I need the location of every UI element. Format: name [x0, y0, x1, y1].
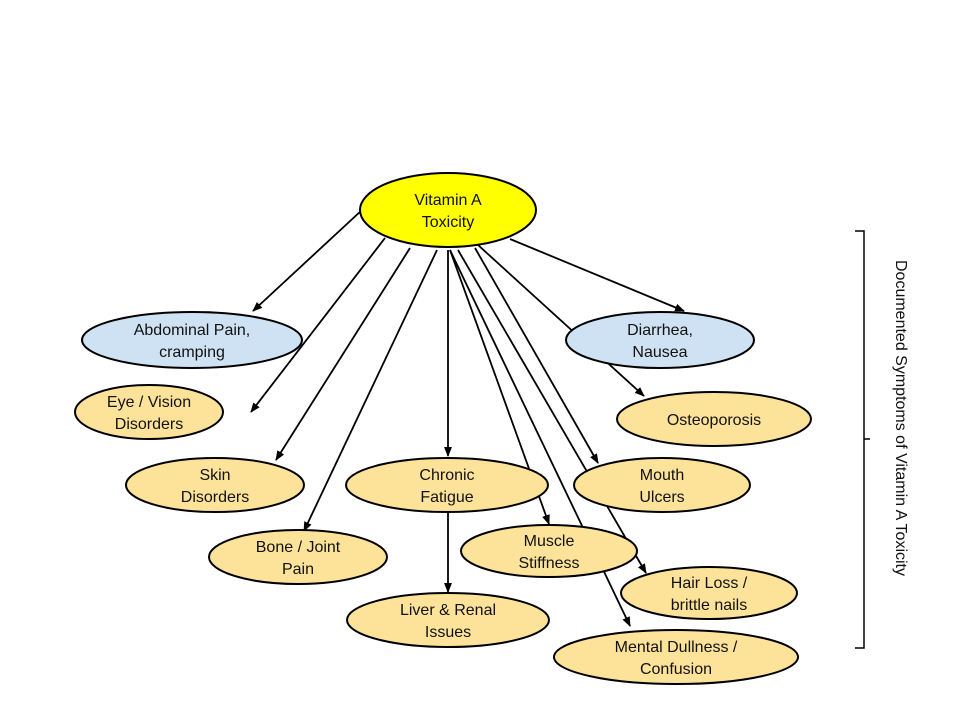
- node-label-root: Toxicity: [422, 214, 474, 231]
- node-ellipse-hair: [620, 566, 798, 620]
- node-hair: Hair Loss / brittle nails: [620, 566, 798, 620]
- edge-root-mouth: [474, 247, 599, 464]
- node-ellipse-osteoporosis: [616, 391, 812, 447]
- node-diarrhea: Diarrhea, Nausea: [565, 311, 755, 369]
- edges-layer: [250, 209, 685, 627]
- node-label-fatigue: Chronic: [419, 467, 474, 484]
- node-osteoporosis: Osteoporosis: [616, 391, 812, 447]
- node-label-root: Vitamin A: [414, 192, 482, 209]
- node-root: Vitamin A Toxicity: [359, 172, 537, 248]
- node-ellipse-bone: [208, 529, 388, 585]
- node-label-hair: brittle nails: [671, 597, 747, 614]
- edge-root-bone: [303, 249, 438, 532]
- node-abdominal: Abdominal Pain, cramping: [81, 311, 303, 369]
- node-ellipse-mouth: [573, 457, 751, 513]
- node-mental: Mental Dullness / Confusion: [553, 629, 799, 685]
- node-label-fatigue: Fatigue: [420, 489, 473, 506]
- node-label-abdominal: Abdominal Pain,: [134, 322, 251, 339]
- edge-root-abdominal: [252, 209, 363, 312]
- bracket-label: Documented Symptoms of Vitamin A Toxicit…: [892, 260, 909, 576]
- node-label-mouth: Ulcers: [639, 489, 684, 506]
- node-ellipse-eye: [74, 384, 224, 440]
- edge-root-diarrhea: [509, 238, 685, 312]
- node-ellipse-skin: [125, 457, 305, 513]
- node-ellipse-mental: [553, 629, 799, 685]
- node-label-diarrhea: Nausea: [632, 344, 687, 361]
- node-label-liver: Issues: [425, 624, 471, 641]
- node-label-skin: Skin: [199, 467, 230, 484]
- node-label-liver: Liver & Renal: [400, 602, 496, 619]
- node-ellipse-diarrhea: [565, 311, 755, 369]
- edge-root-hair: [457, 249, 647, 574]
- node-ellipse-abdominal: [81, 311, 303, 369]
- node-label-muscle: Stiffness: [518, 555, 579, 572]
- node-label-bone: Bone / Joint: [256, 539, 341, 556]
- node-ellipse-muscle: [460, 524, 638, 578]
- node-ellipse-fatigue: [345, 457, 549, 513]
- node-ellipse-root: [359, 172, 537, 248]
- node-label-mental: Mental Dullness /: [615, 639, 738, 656]
- node-label-hair: Hair Loss /: [671, 575, 748, 592]
- node-label-diarrhea: Diarrhea,: [627, 322, 693, 339]
- node-label-mental: Confusion: [640, 661, 712, 678]
- edge-root-osteoporosis: [477, 244, 645, 397]
- side-bracket: Documented Symptoms of Vitamin A Toxicit…: [855, 230, 909, 649]
- node-label-eye: Disorders: [115, 416, 183, 433]
- node-ellipse-liver: [346, 592, 550, 648]
- node-label-abdominal: cramping: [159, 344, 225, 361]
- node-label-osteoporosis: Osteoporosis: [667, 412, 761, 429]
- node-label-muscle: Muscle: [524, 533, 575, 550]
- node-label-mouth: Mouth: [640, 467, 684, 484]
- bracket-line: [855, 230, 870, 649]
- edge-root-skin: [275, 247, 411, 461]
- edge-root-eye: [250, 237, 386, 413]
- node-label-skin: Disorders: [181, 489, 249, 506]
- node-label-eye: Eye / Vision: [107, 394, 191, 411]
- node-label-bone: Pain: [282, 561, 314, 578]
